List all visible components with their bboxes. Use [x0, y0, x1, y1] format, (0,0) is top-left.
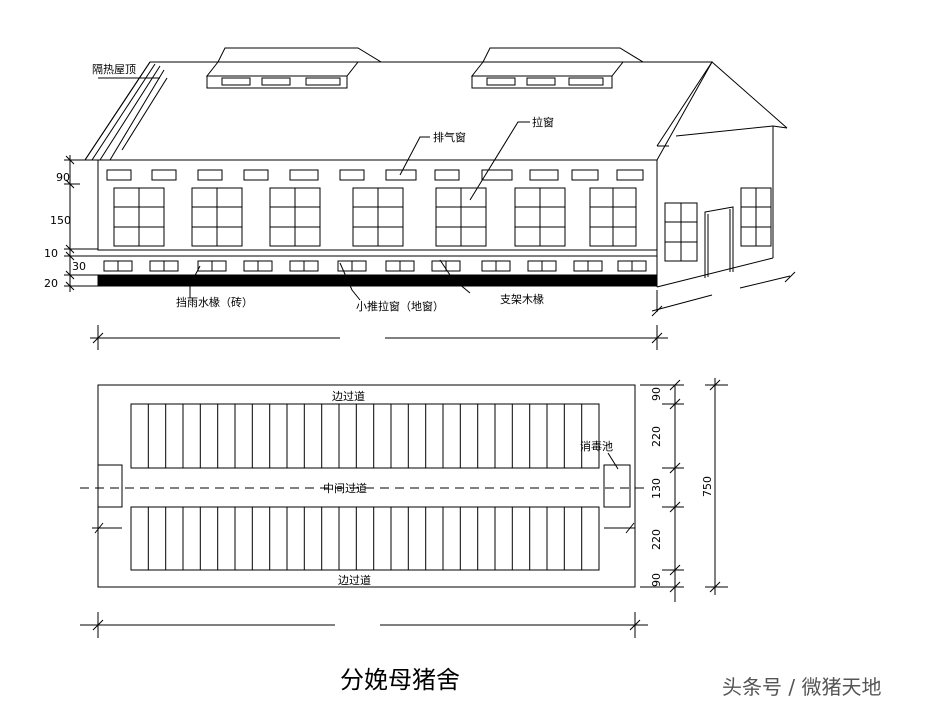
dim-30: 30 [72, 260, 86, 273]
plan-dim-labels: 90 220 130 220 90 750 [650, 387, 714, 587]
elevation-dim-labels: 90 150 10 30 20 [44, 171, 86, 290]
gable-door [704, 206, 734, 278]
disinfection-pool-right [603, 464, 631, 508]
floor-windows [103, 260, 647, 272]
foundation-strip [97, 275, 658, 287]
diagram-caption: 分娩母猪舍 [340, 666, 460, 694]
plan-horizontal-dim [80, 612, 648, 638]
roof-front-slope [84, 61, 713, 161]
plan-dim-220-top: 220 [650, 426, 663, 447]
exhaust-windows [106, 169, 644, 181]
plan-dim-220-bottom: 220 [650, 529, 663, 550]
pen-dividers-bottom [147, 507, 583, 570]
plan-vertical-dims [640, 378, 728, 602]
dormer-right [470, 47, 645, 89]
gable-window-left [664, 202, 698, 262]
pen-dividers-top [147, 404, 583, 468]
pen-block-top [130, 403, 600, 469]
plan-dim-90-bottom: 90 [650, 573, 663, 587]
floor-plan [80, 378, 728, 638]
disinfection-pool-left [97, 464, 123, 508]
gable-outline [656, 61, 788, 147]
roof-label: 隔热屋顶 [92, 63, 136, 76]
plan-dim-90-top: 90 [650, 387, 663, 401]
elevation-vertical-dim [64, 155, 98, 292]
dim-150: 150 [50, 214, 71, 227]
middle-aisle-label: 中间过道 [323, 481, 367, 495]
elevation-horizontal-dim [90, 271, 796, 350]
small-window-label: 小推拉窗（地窗） [356, 299, 444, 313]
top-aisle-label: 边过道 [332, 389, 365, 403]
wood-rafter-label: 支架木椽 [500, 293, 544, 306]
dormer-left [205, 47, 383, 89]
disinfection-pool-label: 消毒池 [580, 439, 613, 453]
roof-hatch [84, 61, 168, 161]
dim-90: 90 [56, 171, 70, 184]
bottom-aisle-label: 边过道 [338, 573, 371, 587]
pull-windows [113, 187, 637, 247]
elevation-view [64, 47, 796, 350]
dim-20: 20 [44, 277, 58, 290]
plan-labels: 边过道 中间过道 边过道 消毒池 [323, 389, 613, 587]
elevation-labels: 隔热屋顶 排气窗 拉窗 挡雨水椽（砖） 小推拉窗（地窗） 支架木椽 [92, 63, 554, 313]
watermark: 头条号 / 微猪天地 [722, 675, 881, 699]
rain-eave-label: 挡雨水椽（砖） [176, 295, 253, 309]
pen-block-bottom [130, 506, 600, 571]
plan-dim-750: 750 [701, 476, 714, 497]
plan-dim-130: 130 [650, 478, 663, 499]
pull-window-label: 拉窗 [532, 115, 554, 129]
dim-10: 10 [44, 247, 58, 260]
leader-lines [98, 77, 530, 301]
exhaust-window-label: 排气窗 [433, 130, 466, 144]
front-wall [97, 159, 658, 251]
gable-window-right [740, 187, 772, 247]
